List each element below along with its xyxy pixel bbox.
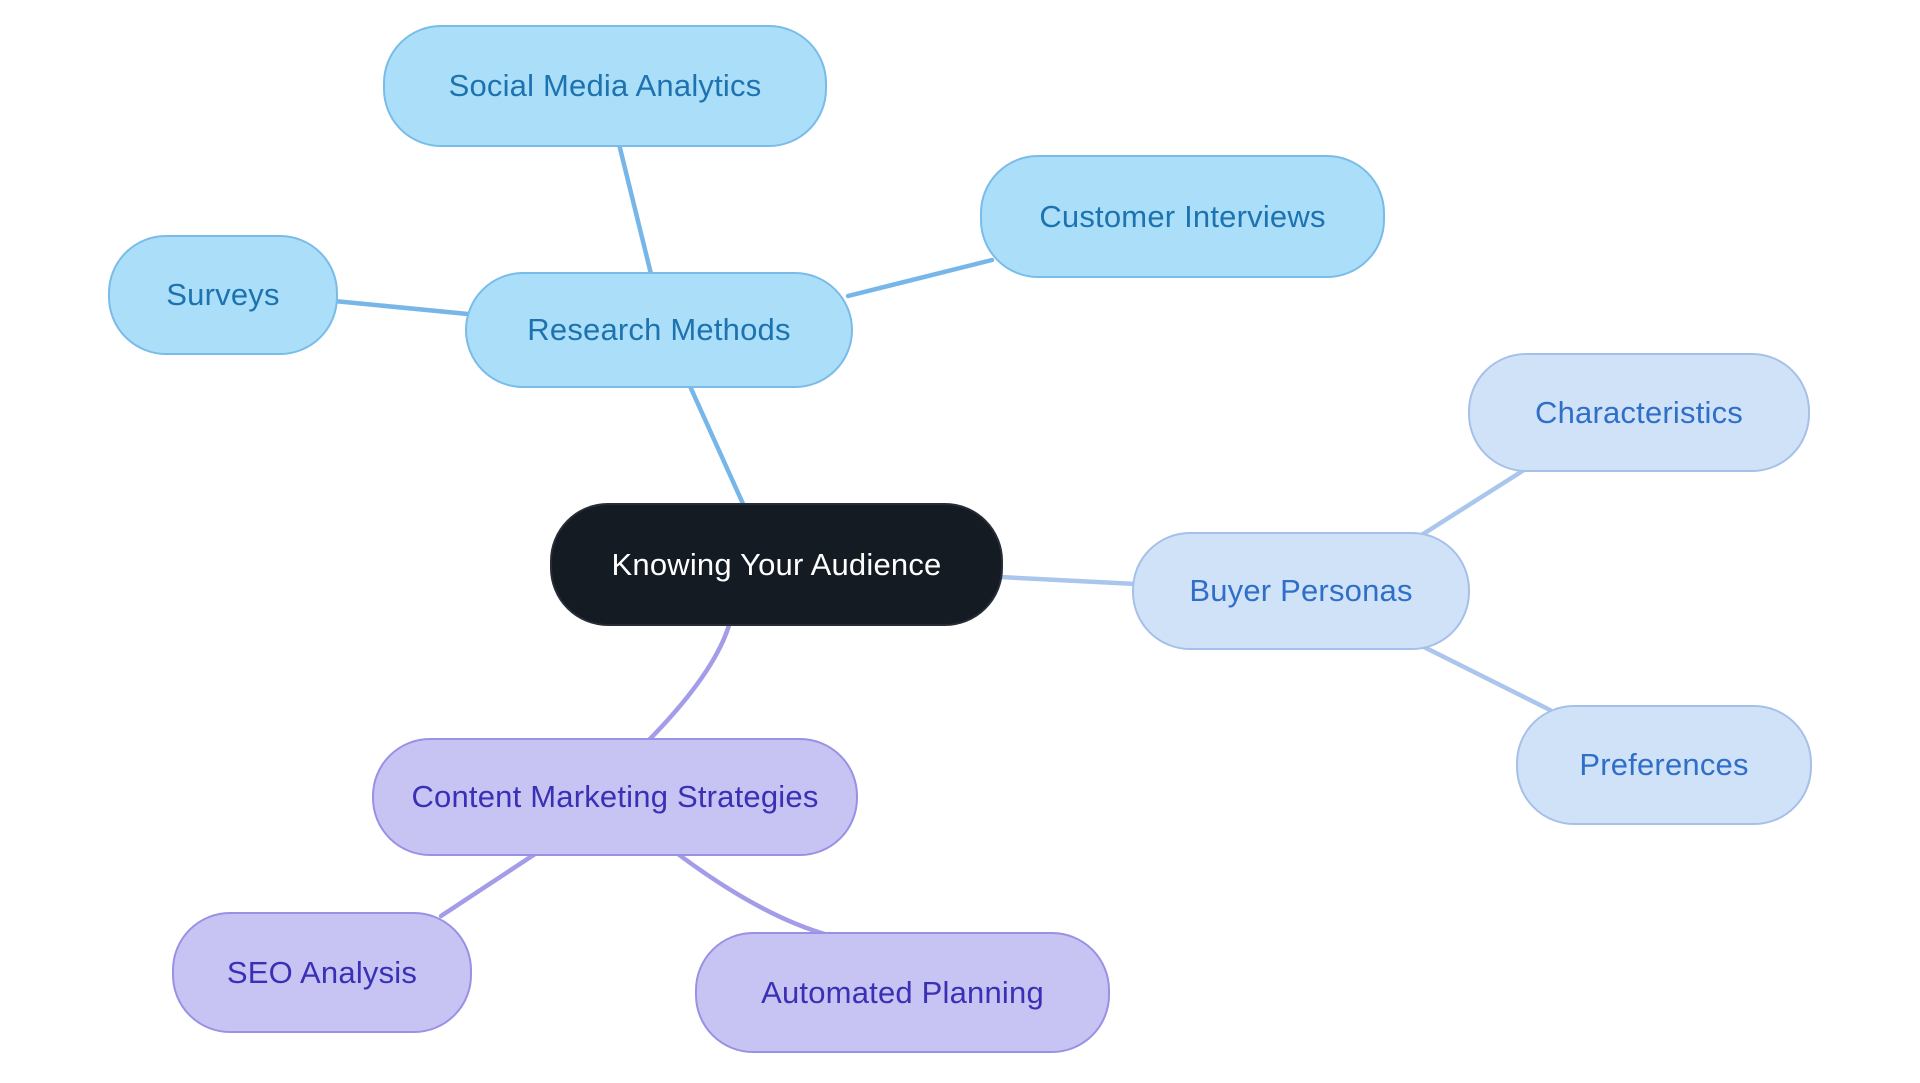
edge-center-to-research [686,381,747,509]
node-automated-planning[interactable]: Automated Planning [695,932,1110,1053]
edge-buyer-to-characteristics [1417,467,1527,539]
node-characteristics-label: Characteristics [1535,394,1743,430]
node-content-marketing-strategies[interactable]: Content Marketing Strategies [372,738,858,856]
node-surveys[interactable]: Surveys [108,235,338,355]
node-seo-analysis-label: SEO Analysis [226,954,418,990]
edge-content-to-seo [438,851,538,919]
edge-buyer-to-preferences [1419,643,1553,713]
node-social-media-analytics[interactable]: Social Media Analytics [383,25,827,147]
edge-center-to-buyer [997,574,1139,587]
edge-content-to-automated [675,851,831,938]
node-research-methods-label: Research Methods [527,312,791,347]
edge-research-to-social [615,137,655,281]
node-social-media-analytics-label: Social Media Analytics [448,68,762,103]
node-seo-analysis[interactable]: SEO Analysis [172,912,472,1033]
node-preferences-label: Preferences [1579,747,1749,782]
node-knowing-your-audience-label: Knowing Your Audience [611,546,942,582]
node-preferences[interactable]: Preferences [1516,705,1812,825]
node-customer-interviews[interactable]: Customer Interviews [980,155,1385,278]
node-automated-planning-label: Automated Planning [761,974,1044,1010]
node-buyer-personas[interactable]: Buyer Personas [1132,532,1470,650]
node-knowing-your-audience[interactable]: Knowing Your Audience [550,503,1003,626]
node-buyer-personas-label: Buyer Personas [1189,573,1413,608]
node-customer-interviews-label: Customer Interviews [1039,198,1326,234]
node-characteristics[interactable]: Characteristics [1468,353,1810,472]
node-content-marketing-strategies-label: Content Marketing Strategies [411,779,819,814]
node-surveys-label: Surveys [166,277,280,312]
node-research-methods[interactable]: Research Methods [465,272,853,388]
edge-center-to-content [644,619,733,745]
edge-research-to-surveys [331,298,471,317]
edge-research-to-customer [845,257,995,299]
